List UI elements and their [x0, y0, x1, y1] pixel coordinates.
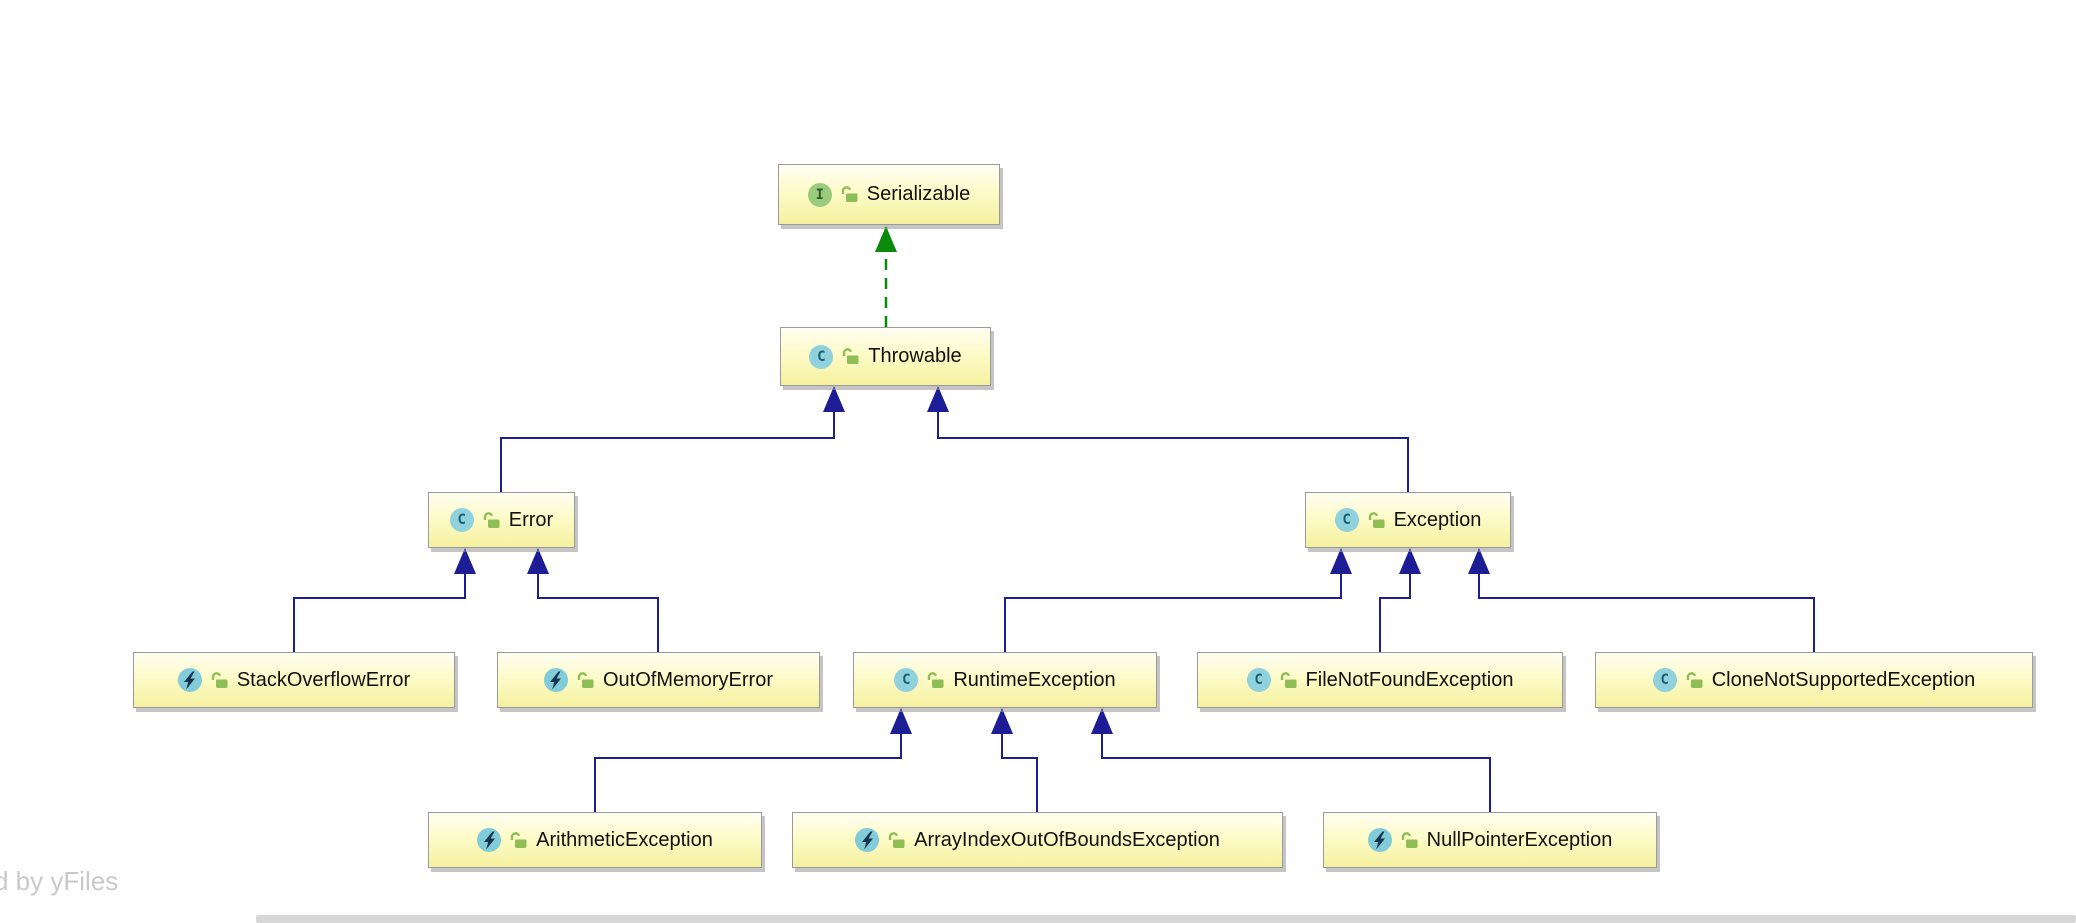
edge-exception-to-throwable: [927, 386, 1409, 492]
open-lock-icon: [926, 671, 945, 690]
node-error[interactable]: C Error: [428, 492, 575, 548]
class-name-label: Throwable: [868, 345, 962, 367]
node-runtimeexception[interactable]: C RuntimeException: [853, 652, 1157, 708]
node-stackoverflowerror[interactable]: StackOverflowError: [133, 652, 455, 708]
class-name-label: Exception: [1393, 508, 1482, 531]
node-nullpointerexception[interactable]: NullPointerException: [1323, 812, 1657, 868]
edge-clonenotsupportedexception-to-exception: [1468, 548, 1815, 652]
edge-runtimeexception-to-exception: [1004, 548, 1352, 652]
class-name-label: FileNotFoundException: [1305, 668, 1514, 691]
interface-icon: I: [807, 182, 832, 207]
class-icon: C: [894, 668, 919, 692]
yfiles-watermark: d by yFiles: [0, 866, 119, 896]
class-icon: C: [1334, 508, 1359, 532]
open-lock-icon: [1685, 671, 1704, 690]
class-name-label: Error: [508, 508, 554, 531]
exception-icon: [477, 828, 502, 852]
open-lock-icon: [840, 185, 859, 204]
class-icon: C: [1652, 668, 1677, 692]
class-name-label: Serializable: [866, 183, 971, 205]
open-lock-icon: [509, 831, 528, 850]
node-arithmeticexception[interactable]: ArithmeticException: [428, 812, 762, 868]
node-outofmemoryerror[interactable]: OutOfMemoryError: [497, 652, 820, 708]
open-lock-icon: [1279, 671, 1298, 690]
edge-stackoverflowerror-to-error: [293, 548, 476, 652]
exception-icon: [855, 828, 880, 852]
open-lock-icon: [210, 671, 229, 690]
open-lock-icon: [887, 831, 906, 850]
class-icon: C: [809, 344, 834, 369]
class-name-label: ArrayIndexOutOfBoundsException: [914, 828, 1220, 851]
class-name-label: ArithmeticException: [536, 828, 713, 851]
node-serializable[interactable]: I Serializable: [778, 164, 1000, 225]
exception-icon: [177, 668, 202, 692]
class-icon: C: [449, 508, 474, 532]
edge-filenotfoundexception-to-exception: [1379, 548, 1421, 652]
open-lock-icon: [841, 347, 860, 366]
class-name-label: RuntimeException: [953, 668, 1116, 691]
edge-error-to-throwable: [500, 386, 845, 492]
node-arrayindexoutofboundsexception[interactable]: ArrayIndexOutOfBoundsException: [792, 812, 1283, 868]
open-lock-icon: [1367, 511, 1386, 530]
class-name-label: CloneNotSupportedException: [1711, 668, 1976, 691]
node-clonenotsupportedexception[interactable]: C CloneNotSupportedException: [1595, 652, 2033, 708]
edge-outofmemoryerror-to-error: [527, 548, 659, 652]
exception-icon: [1367, 828, 1392, 852]
node-exception[interactable]: C Exception: [1305, 492, 1511, 548]
edge-nullpointerexception-to-runtimeexception: [1091, 708, 1491, 812]
open-lock-icon: [1400, 831, 1419, 850]
exception-icon: [543, 668, 568, 692]
class-name-label: OutOfMemoryError: [602, 668, 774, 691]
node-throwable[interactable]: C Throwable: [780, 327, 991, 386]
class-icon: C: [1246, 668, 1271, 692]
class-name-label: StackOverflowError: [236, 668, 411, 691]
edge-arrayindexoutofboundsexception-to-runtimeexception: [991, 708, 1038, 812]
horizontal-scrollbar[interactable]: [256, 915, 2076, 923]
class-name-label: NullPointerException: [1426, 828, 1613, 851]
open-lock-icon: [482, 511, 501, 530]
open-lock-icon: [576, 671, 595, 690]
node-filenotfoundexception[interactable]: C FileNotFoundException: [1197, 652, 1563, 708]
edge-arithmeticexception-to-runtimeexception: [594, 708, 912, 812]
